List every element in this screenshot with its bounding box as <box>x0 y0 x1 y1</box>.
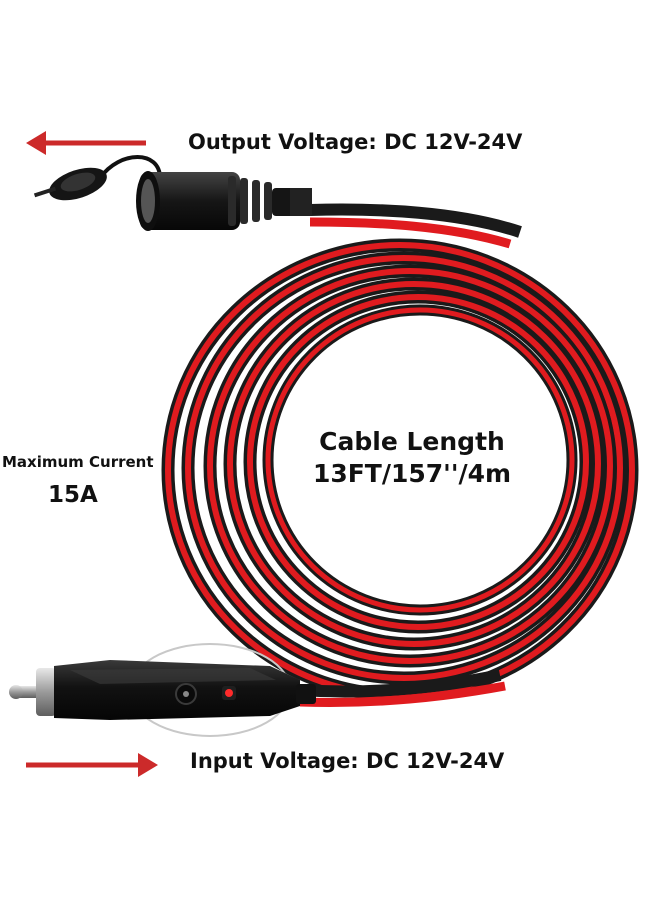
max-current-value: 15A <box>48 482 98 508</box>
male-plug <box>9 643 316 737</box>
cable-length-title: Cable Length <box>319 427 505 456</box>
cable-length-value: 13FT/157''/4m <box>312 459 512 488</box>
input-voltage-label: Input Voltage: DC 12V-24V <box>190 749 505 773</box>
output-arrow-icon <box>26 131 146 155</box>
input-arrow-icon <box>26 753 158 777</box>
cable-length-block: Cable Length 13FT/157''/4m <box>292 426 532 490</box>
coiled-cable <box>161 203 639 707</box>
output-voltage-label: Output Voltage: DC 12V-24V <box>188 130 523 154</box>
max-current-title: Maximum Current <box>2 453 154 471</box>
female-socket <box>33 155 312 231</box>
